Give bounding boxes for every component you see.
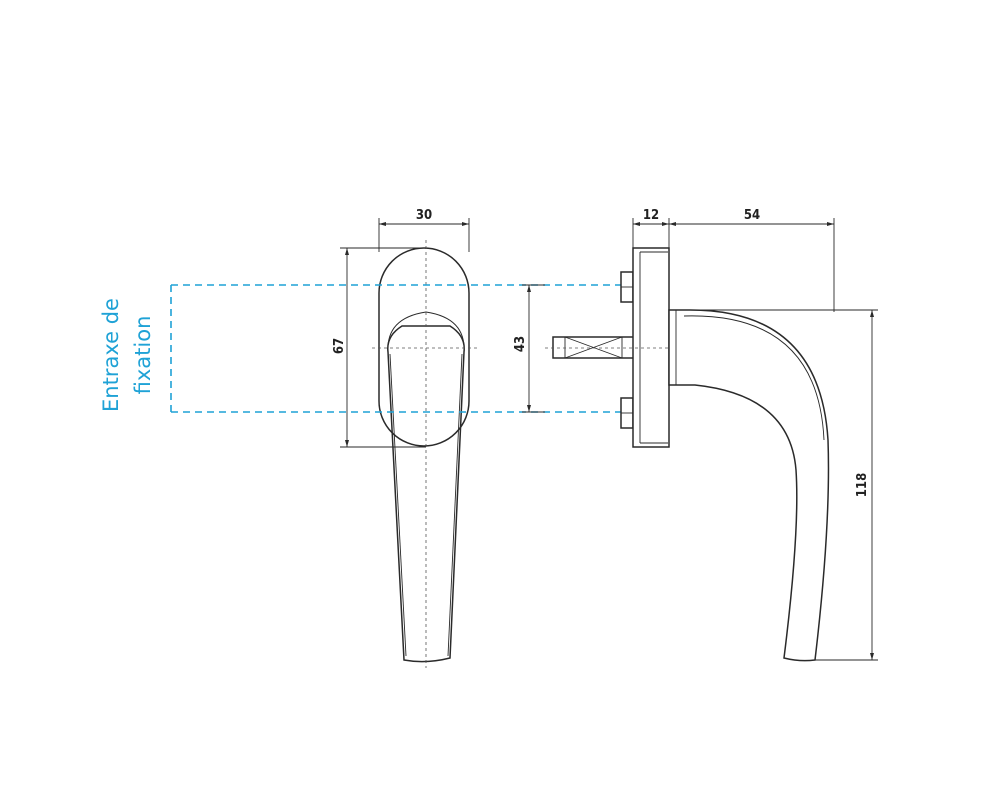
dim-handle-projection: 54	[669, 208, 835, 312]
front-handle-inner-left	[389, 353, 407, 657]
dim-30-label: 30	[416, 208, 432, 223]
dim-rosette-depth: 12	[632, 208, 670, 250]
side-rosette	[632, 247, 670, 448]
dim-fixing-distance: 43	[513, 284, 545, 413]
dim-43-label: 43	[513, 336, 528, 352]
side-view: 43	[513, 208, 878, 662]
dim-118-label: 118	[855, 473, 870, 497]
dim-handle-length: 118	[690, 309, 878, 661]
dim-height-rosette: 67	[332, 247, 426, 448]
annotation-line1: Entraxe de	[99, 298, 123, 412]
annotation-line2: fixation	[131, 316, 155, 395]
fixing-distance-annotation: Entraxe de fixation	[99, 284, 648, 413]
fixing-screws	[620, 271, 634, 429]
dim-width-front: 30	[378, 208, 470, 252]
square-spindle	[552, 336, 635, 359]
side-handle-lever	[668, 309, 830, 662]
dim-67-label: 67	[332, 338, 347, 354]
dim-12-label: 12	[643, 208, 659, 223]
front-view: 30 67	[332, 208, 478, 668]
front-handle-inner-right	[447, 353, 463, 657]
dim-54-label: 54	[744, 208, 760, 223]
